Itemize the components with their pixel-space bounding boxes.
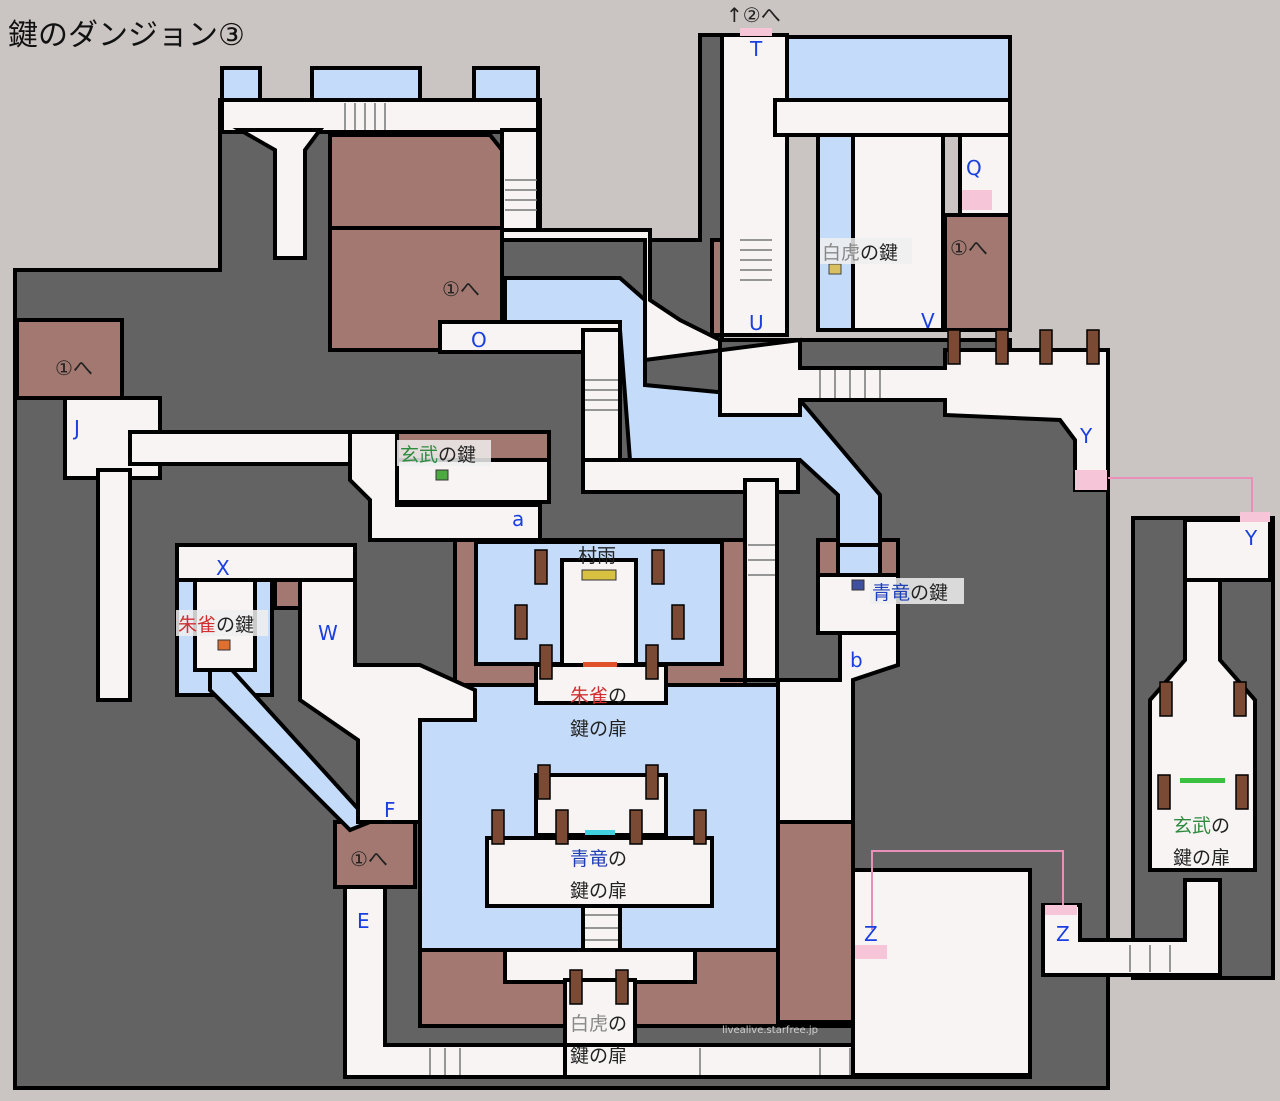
seiryu-key-chest-icon[interactable] [851, 579, 865, 591]
suzaku-door-label-2: 鍵の扉 [570, 718, 627, 740]
genbu-door-label-2: 鍵の扉 [1173, 847, 1230, 869]
warp-pads [740, 28, 1270, 959]
pillars [491, 329, 1249, 1005]
stairs [344, 103, 1171, 1075]
watermark: livealive.starfree.jp [722, 1025, 818, 1036]
marker-F[interactable]: F [384, 798, 396, 822]
byakko-key-chest-icon[interactable] [828, 263, 842, 275]
seiryu-key-label: 青竜の鍵 [872, 582, 948, 604]
marker-a[interactable]: a [512, 507, 524, 531]
exit-to-2[interactable]: ↑②へ [726, 3, 781, 27]
suzaku-key-label: 朱雀の鍵 [178, 614, 254, 636]
exit-to-1-o[interactable]: ①へ [442, 277, 480, 301]
murasame-label: 村雨 [578, 545, 616, 567]
exit-to-1-q[interactable]: ①へ [950, 236, 988, 260]
genbu-key-chest-icon[interactable] [435, 469, 449, 481]
marker-J[interactable]: J [72, 416, 80, 440]
murasame-chest-icon[interactable] [581, 569, 617, 581]
key-items [217, 263, 865, 651]
marker-T[interactable]: T [749, 37, 763, 61]
marker-U[interactable]: U [749, 311, 764, 335]
genbu-door-label: 玄武の [1173, 815, 1230, 837]
exit-to-1-j[interactable]: ①へ [55, 356, 93, 380]
floor-areas [63, 33, 1272, 1079]
warp-links [871, 477, 1253, 930]
map-title: 鍵のダンジョン③ [8, 18, 245, 53]
suzaku-door-label: 朱雀の [570, 685, 627, 707]
seiryu-door-label-2: 鍵の扉 [570, 880, 627, 902]
genbu-key-label: 玄武の鍵 [400, 444, 476, 466]
marker-E[interactable]: E [357, 909, 370, 933]
marker-Y1[interactable]: Y [1079, 424, 1093, 448]
marker-W[interactable]: W [318, 621, 338, 645]
marker-Z2[interactable]: Z [1056, 922, 1070, 946]
byakko-key-label: 白虎の鍵 [822, 242, 898, 264]
exit-to-1-f[interactable]: ①へ [350, 847, 388, 871]
marker-b[interactable]: b [850, 648, 863, 672]
marker-V[interactable]: V [921, 309, 935, 333]
byakko-door-label-2: 鍵の扉 [570, 1045, 627, 1067]
marker-X[interactable]: X [216, 556, 230, 580]
label-backgrounds [176, 238, 964, 636]
seiryu-door-label: 青竜の [570, 848, 627, 870]
marker-Z1[interactable]: Z [864, 922, 878, 946]
marker-Q[interactable]: Q [966, 156, 982, 180]
byakko-door-label: 白虎の [570, 1013, 627, 1035]
door-bars [583, 662, 1225, 835]
marker-O[interactable]: O [471, 328, 487, 352]
marker-Y2[interactable]: Y [1244, 526, 1258, 550]
suzaku-key-chest-icon[interactable] [217, 639, 231, 651]
